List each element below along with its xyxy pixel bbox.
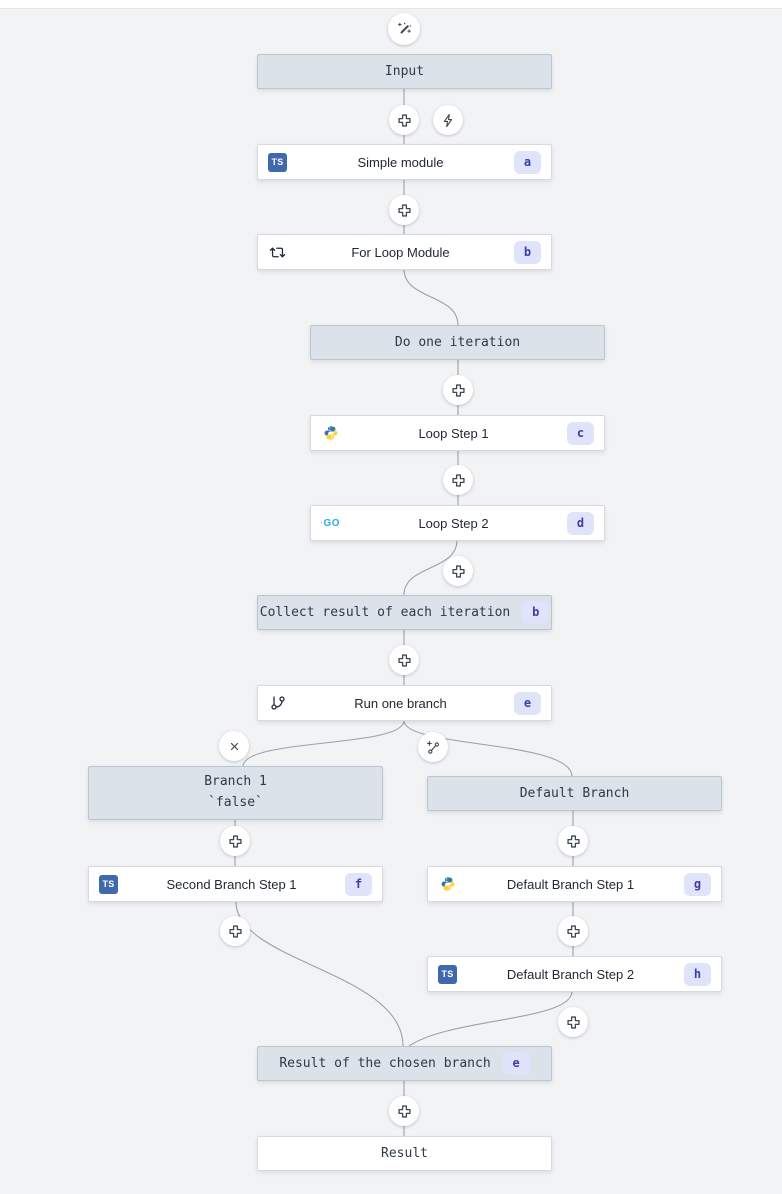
edge — [408, 991, 573, 1047]
insert-step-button[interactable] — [389, 1096, 419, 1126]
edge — [403, 268, 459, 326]
go-icon: GO — [321, 517, 340, 529]
node-do-one-iteration[interactable]: Do one iteration — [310, 325, 605, 360]
node-label: Input — [384, 64, 425, 79]
node-label: Default Branch Step 2 — [506, 966, 635, 982]
typescript-icon: TS — [268, 152, 287, 172]
node-label: For Loop Module — [351, 244, 450, 260]
node-label: Result — [381, 1146, 428, 1161]
git-branch-icon — [268, 695, 287, 711]
step-id-badge: c — [567, 421, 594, 445]
plus-icon — [228, 834, 243, 849]
node-label: Second Branch Step 1 — [166, 876, 297, 892]
node-second-branch-step-1[interactable]: TS Second Branch Step 1 f — [88, 866, 383, 902]
node-label: Loop Step 2 — [418, 515, 489, 531]
node-input[interactable]: Input — [257, 54, 552, 89]
node-label: Result of the chosen branch — [279, 1056, 491, 1071]
insert-step-button[interactable] — [443, 465, 473, 495]
node-simple-module[interactable]: TS Simple module a — [257, 144, 552, 180]
step-id-badge: g — [684, 872, 711, 896]
node-loop-step-2[interactable]: GO Loop Step 2 d — [310, 505, 605, 541]
insert-step-button[interactable] — [443, 375, 473, 405]
add-branch-icon — [426, 740, 441, 755]
step-id-badge: f — [345, 872, 372, 896]
zap-icon — [441, 113, 456, 128]
plus-icon — [397, 653, 412, 668]
plus-icon — [397, 113, 412, 128]
node-result-of-chosen-branch[interactable]: Result of the chosen branch e — [257, 1046, 552, 1081]
insert-step-button[interactable] — [389, 195, 419, 225]
plus-icon — [566, 1015, 581, 1030]
insert-step-button[interactable] — [443, 556, 473, 586]
node-collect-result[interactable]: Collect result of each iteration b — [257, 595, 552, 630]
node-branch-1[interactable]: Branch 1 `false` — [88, 766, 383, 820]
node-label: Default Branch — [519, 786, 630, 801]
edge — [242, 720, 405, 767]
node-default-branch[interactable]: Default Branch — [427, 776, 722, 811]
insert-step-button[interactable] — [558, 916, 588, 946]
typescript-icon: TS — [438, 964, 457, 984]
plus-icon — [451, 473, 466, 488]
node-default-branch-step-1[interactable]: Default Branch Step 1 g — [427, 866, 722, 902]
branch-label: Branch 1 — [204, 774, 267, 790]
magic-wand-button[interactable] — [388, 13, 420, 45]
plus-icon — [451, 564, 466, 579]
plus-icon — [451, 383, 466, 398]
step-id-badge: b — [522, 601, 550, 624]
step-id-badge: h — [684, 962, 711, 986]
magic-wand-icon — [396, 21, 413, 38]
node-label: Loop Step 1 — [418, 425, 489, 441]
insert-step-button[interactable] — [220, 826, 250, 856]
insert-step-button[interactable] — [558, 1007, 588, 1037]
trigger-button[interactable] — [433, 105, 463, 135]
close-icon — [228, 740, 241, 753]
node-label: Do one iteration — [394, 335, 521, 350]
plus-icon — [397, 203, 412, 218]
node-run-one-branch[interactable]: Run one branch e — [257, 685, 552, 721]
top-border — [0, 0, 782, 9]
plus-icon — [566, 834, 581, 849]
python-icon — [321, 425, 340, 441]
node-label: Collect result of each iteration — [259, 605, 511, 620]
step-id-badge: a — [514, 150, 541, 174]
node-default-branch-step-2[interactable]: TS Default Branch Step 2 h — [427, 956, 722, 992]
insert-step-button[interactable] — [389, 105, 419, 135]
branch-condition: `false` — [208, 795, 263, 810]
plus-icon — [566, 924, 581, 939]
insert-step-button[interactable] — [558, 826, 588, 856]
node-label: Default Branch Step 1 — [506, 876, 635, 892]
plus-icon — [397, 1104, 412, 1119]
node-label: Run one branch — [354, 695, 447, 711]
typescript-icon: TS — [99, 874, 118, 894]
insert-step-button[interactable] — [389, 645, 419, 675]
step-id-badge: b — [514, 240, 541, 264]
step-id-badge: e — [514, 691, 541, 715]
remove-branch-button[interactable] — [219, 731, 249, 761]
repeat-icon — [268, 244, 287, 261]
plus-icon — [228, 924, 243, 939]
step-id-badge: e — [502, 1052, 530, 1075]
node-result[interactable]: Result — [257, 1136, 552, 1171]
step-id-badge: d — [567, 511, 594, 535]
node-loop-step-1[interactable]: Loop Step 1 c — [310, 415, 605, 451]
insert-step-button[interactable] — [220, 916, 250, 946]
add-branch-button[interactable] — [418, 732, 448, 762]
python-icon — [438, 876, 457, 892]
node-label: Simple module — [357, 154, 444, 170]
node-for-loop-module[interactable]: For Loop Module b — [257, 234, 552, 270]
edge — [235, 901, 404, 1047]
